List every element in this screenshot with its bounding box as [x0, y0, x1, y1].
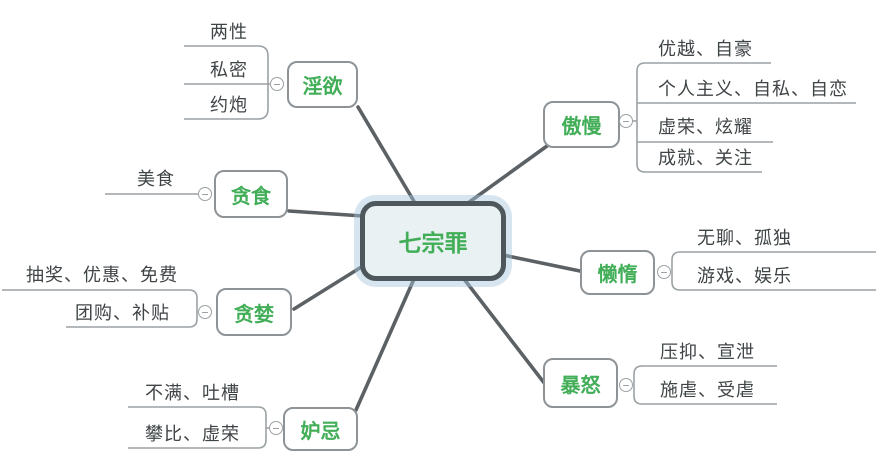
subtopic-greed-2[interactable]: 团购、补贴	[75, 303, 170, 323]
subtopic-sloth-1[interactable]: 无聊、孤独	[697, 228, 792, 248]
subtopic-pride-1[interactable]: 优越、自豪	[658, 39, 753, 59]
connector-wrath	[462, 277, 547, 386]
connector-sloth	[501, 253, 582, 273]
connector-pride	[466, 144, 549, 205]
topic-envy[interactable]: 妒忌	[283, 407, 358, 451]
subtopic-connectors	[2, 45, 876, 449]
topic-gluttony-label: 贪食	[231, 185, 271, 208]
subtopic-envy-1[interactable]: 不满、吐槽	[145, 383, 240, 403]
connector-gluttony	[287, 209, 365, 218]
collapse-toggle-wrath[interactable]	[619, 378, 633, 392]
minus-icon	[202, 311, 208, 313]
topic-lust[interactable]: 淫欲	[287, 61, 358, 108]
subtopic-wrath-1[interactable]: 压抑、宣泄	[660, 342, 755, 362]
minus-icon	[202, 193, 208, 195]
minus-icon	[274, 83, 280, 85]
topic-gluttony[interactable]: 贪食	[214, 170, 288, 218]
subtopic-sloth-2[interactable]: 游戏、娱乐	[697, 266, 792, 286]
topic-lust-label: 淫欲	[302, 76, 343, 98]
collapse-toggle-envy[interactable]	[269, 421, 283, 435]
topic-pride-label: 傲慢	[561, 116, 602, 138]
subtopic-pride-3[interactable]: 虚荣、炫耀	[658, 117, 753, 137]
central-topic[interactable]: 七宗罪	[360, 201, 506, 281]
connector-greed	[292, 264, 365, 311]
minus-icon	[623, 120, 629, 122]
subtopic-envy-2[interactable]: 攀比、虚荣	[145, 424, 240, 444]
minus-icon	[661, 271, 667, 273]
topic-pride[interactable]: 傲慢	[543, 101, 620, 148]
subtopic-greed-1[interactable]: 抽奖、优惠、免费	[26, 265, 178, 285]
connector-envy	[354, 277, 416, 412]
topic-sloth[interactable]: 懒惰	[580, 250, 655, 295]
topic-envy-label: 妒忌	[300, 420, 341, 443]
collapse-toggle-pride[interactable]	[619, 114, 633, 128]
subtopic-wrath-2[interactable]: 施虐、受虐	[660, 380, 755, 400]
collapse-toggle-gluttony[interactable]	[198, 187, 212, 201]
topic-greed-label: 贪婪	[234, 303, 274, 326]
subtopic-lust-1[interactable]: 两性	[210, 22, 248, 42]
collapse-toggle-lust[interactable]	[270, 77, 284, 91]
subtopic-gluttony-1[interactable]: 美食	[137, 169, 175, 189]
subtopic-pride-2[interactable]: 个人主义、自私、自恋	[658, 79, 848, 99]
subtopic-lust-3[interactable]: 约炮	[210, 95, 248, 115]
minus-icon	[623, 384, 629, 386]
topic-wrath[interactable]: 暴怒	[543, 358, 618, 408]
collapse-toggle-greed[interactable]	[198, 305, 212, 319]
topic-sloth-label: 懒惰	[597, 264, 638, 286]
topic-wrath-label: 暴怒	[560, 374, 601, 397]
central-topic-label: 七宗罪	[398, 230, 468, 256]
branch-connectors	[287, 105, 582, 412]
minus-icon	[273, 427, 279, 429]
connector-lust	[356, 105, 417, 205]
collapse-toggle-sloth[interactable]	[657, 265, 671, 279]
subtopic-pride-4[interactable]: 成就、关注	[658, 148, 753, 168]
subtopic-lust-2[interactable]: 私密	[210, 60, 248, 80]
topic-greed[interactable]: 贪婪	[216, 288, 292, 336]
